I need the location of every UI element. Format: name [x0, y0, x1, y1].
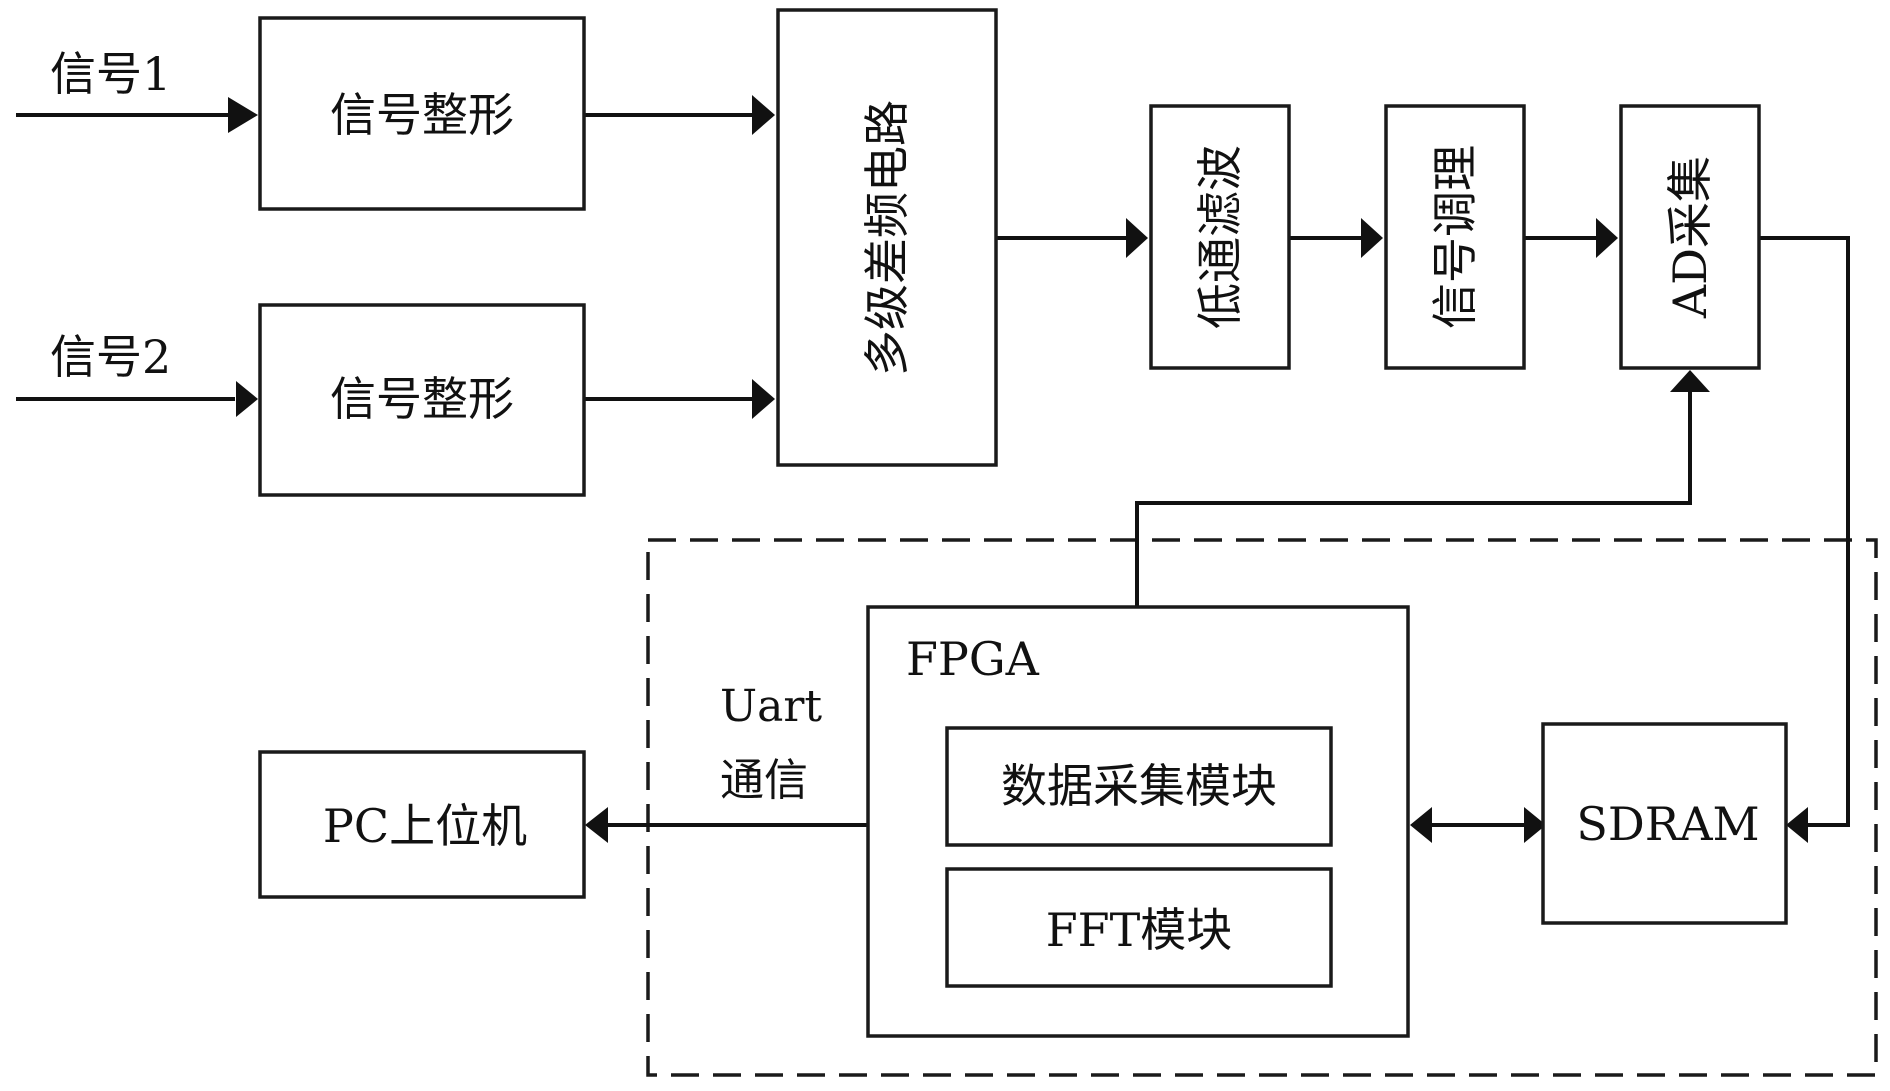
pc-label: PC上位机: [323, 799, 527, 853]
fft-module-label: FFT模块: [1046, 903, 1233, 957]
arrow-into-mixer-top: [752, 95, 775, 135]
shaping1-label: 信号整形: [330, 88, 514, 142]
arrow-into-fpga-right: [1410, 807, 1432, 843]
arrow-into-sdram: [1786, 807, 1808, 843]
conditioning-block: 信号调理: [1384, 104, 1526, 370]
data-acq-module-label: 数据采集模块: [1001, 759, 1277, 813]
arrow-into-ad: [1596, 218, 1618, 258]
arrow-into-shaping1: [228, 97, 258, 133]
sdram-block: SDRAM: [1541, 722, 1788, 925]
conditioning-label: 信号调理: [1428, 145, 1482, 329]
signal2-input-label: 信号2: [50, 330, 171, 384]
arrow-into-sdram-left: [1524, 807, 1546, 843]
mixer-block: 多级差频电路: [776, 8, 998, 467]
mixer-label: 多级差频电路: [860, 100, 914, 376]
fft-module-block: FFT模块: [945, 867, 1333, 988]
shaping2-block: 信号整形: [258, 303, 586, 497]
arrow-into-ad-bottom: [1670, 370, 1710, 392]
lowpass-label: 低通滤波: [1193, 145, 1247, 329]
shaping2-label: 信号整形: [330, 372, 514, 426]
ad-label: AD采集: [1663, 156, 1717, 319]
connections: [16, 95, 1850, 843]
lowpass-block: 低通滤波: [1149, 104, 1291, 370]
uart-label: Uart: [720, 681, 822, 732]
arrow-into-mixer-bottom: [752, 379, 775, 419]
fpga-board-enclosure: [646, 538, 1878, 1077]
sdram-label: SDRAM: [1576, 797, 1759, 851]
fpga-label: FPGA: [906, 632, 1040, 686]
arrow-into-lowpass: [1126, 218, 1148, 258]
ad-to-sdram-line: [1757, 236, 1850, 827]
arrow-into-conditioning: [1361, 218, 1383, 258]
data-acq-module-block: 数据采集模块: [945, 726, 1333, 847]
fpga-to-ad-control-line: [1135, 392, 1692, 607]
ad-block: AD采集: [1619, 104, 1761, 370]
uart-comm-label: 通信: [720, 755, 808, 806]
arrow-into-pc: [585, 807, 608, 843]
shaping1-block: 信号整形: [258, 16, 586, 211]
arrow-into-shaping2: [236, 381, 258, 417]
signal1-input-label: 信号1: [50, 47, 171, 101]
pc-block: PC上位机: [258, 750, 586, 899]
